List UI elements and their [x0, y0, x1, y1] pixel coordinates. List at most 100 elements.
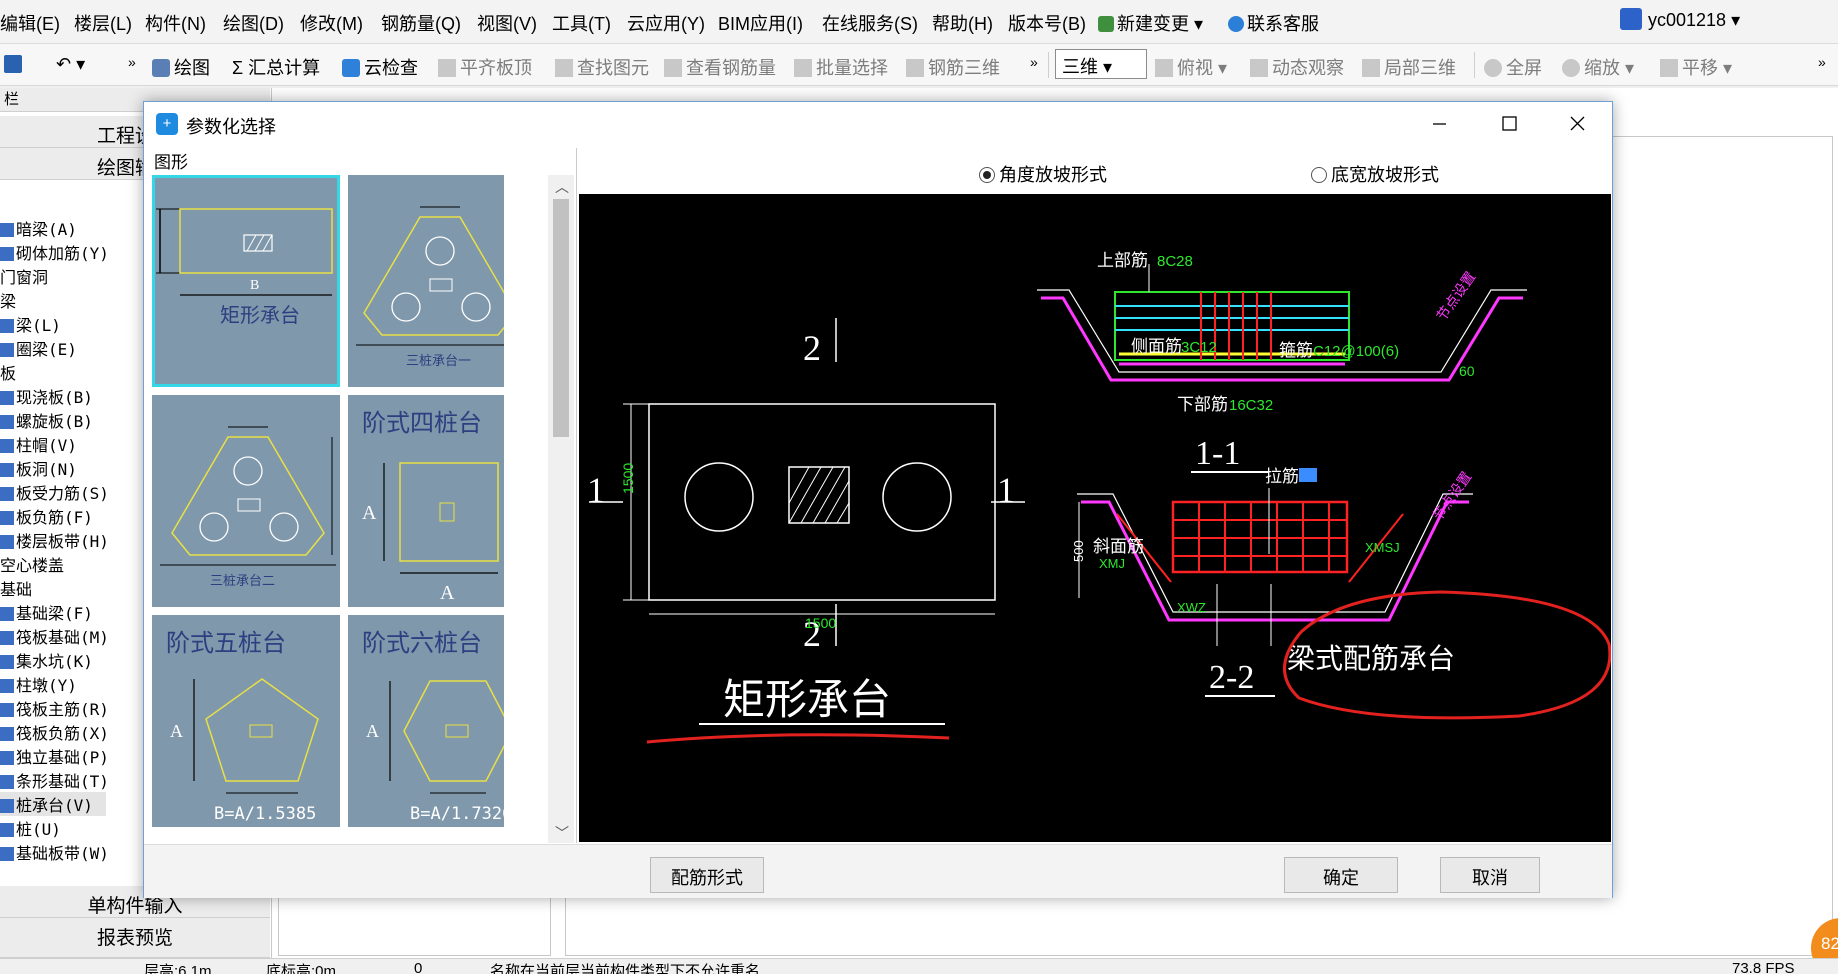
- tree-item[interactable]: 板洞(N): [0, 456, 106, 480]
- menu-floor[interactable]: 楼层(L): [74, 14, 132, 34]
- ok-button[interactable]: 确定: [1284, 857, 1398, 893]
- tree-item[interactable]: 板: [0, 360, 106, 384]
- sum-calc-button[interactable]: Σ 汇总计算: [232, 54, 320, 80]
- tree-item-label: 柱墩(Y): [16, 676, 77, 695]
- radio-bottom-width-slope[interactable]: 底宽放坡形式: [1311, 161, 1439, 187]
- shape-card-three-pile-1[interactable]: 三桩承台一: [348, 175, 504, 387]
- dialog-titlebar[interactable]: + 参数化选择: [144, 102, 1612, 146]
- tree-item[interactable]: 螺旋板(B): [0, 408, 106, 432]
- stepped-four-pile-label: 阶式四桩台: [362, 409, 482, 437]
- report-preview-tab[interactable]: 报表预览: [0, 918, 270, 958]
- tree-item[interactable]: 筏板主筋(R): [0, 696, 109, 720]
- tree-item[interactable]: 柱墩(Y): [0, 672, 106, 696]
- bottom-rebar-spec: 16C32: [1229, 397, 1273, 414]
- tree-item[interactable]: 楼层板带(H): [0, 528, 109, 552]
- node-setting-2: 节点设置: [1429, 469, 1474, 524]
- tree-item[interactable]: 筏板负筋(X): [0, 720, 109, 744]
- shape-card-stepped-five-pile[interactable]: 阶式五桩台 A B=A/1.5385: [152, 615, 340, 827]
- radio-angle-slope[interactable]: 角度放坡形式: [979, 161, 1107, 187]
- tree-item[interactable]: 板负筋(F): [0, 504, 106, 528]
- menu-bim[interactable]: BIM应用(I): [718, 14, 803, 34]
- find-elem-button[interactable]: 查找图元: [555, 54, 649, 80]
- maximize-button[interactable]: [1474, 102, 1544, 146]
- view-mode-select[interactable]: 三维 ▾: [1055, 49, 1147, 79]
- shape-card-three-pile-2[interactable]: 三桩承台二: [152, 395, 340, 607]
- tree-item[interactable]: 砌体加筋(Y): [0, 240, 109, 264]
- menu-draw[interactable]: 绘图(D): [223, 14, 284, 34]
- view-rebar-label: 查看钢筋量: [686, 58, 776, 78]
- tree-item[interactable]: 空心楼盖: [0, 552, 106, 576]
- tree-item[interactable]: 圈梁(E): [0, 336, 106, 360]
- zoom-button[interactable]: 缩放 ▾: [1562, 54, 1634, 80]
- view-rebar-button[interactable]: 查看钢筋量: [664, 54, 776, 80]
- tree-item[interactable]: 梁(L): [0, 312, 106, 336]
- tree-item[interactable]: 基础梁(F): [0, 600, 106, 624]
- batch-select-button[interactable]: 批量选择: [794, 54, 888, 80]
- dynamic-view-button[interactable]: 动态观察: [1250, 54, 1344, 80]
- menu-version[interactable]: 版本号(B): [1008, 14, 1086, 34]
- tree-item[interactable]: 筏板基础(M): [0, 624, 109, 648]
- cap-preview-drawing: 2 2 1 1 1500 1500 矩形承台: [579, 194, 1612, 842]
- tree-item[interactable]: 基础: [0, 576, 106, 600]
- menu-help[interactable]: 帮助(H): [932, 14, 993, 34]
- cloud-check-button[interactable]: 云检查: [342, 54, 418, 80]
- tree-item[interactable]: 桩(U): [0, 816, 106, 840]
- tree-item[interactable]: 独立基础(P): [0, 744, 109, 768]
- tree-item-label: 圈梁(E): [16, 340, 77, 359]
- overflow-icon[interactable]: »: [128, 54, 136, 70]
- menu-rebar-qty[interactable]: 钢筋量(Q): [381, 14, 461, 34]
- shape-card-stepped-six-pile[interactable]: 阶式六桩台 A B=A/1.7326: [348, 615, 504, 827]
- menu-new-change[interactable]: 新建变更 ▾: [1098, 10, 1203, 36]
- user-menu[interactable]: yc001218 ▾: [1620, 8, 1740, 31]
- top-view-button[interactable]: 俯视 ▾: [1155, 54, 1227, 80]
- tree-item[interactable]: 柱帽(V): [0, 432, 106, 456]
- top-view-icon: [1155, 59, 1173, 77]
- rebar-form-button[interactable]: 配筋形式: [650, 857, 764, 893]
- save-icon[interactable]: [4, 54, 26, 75]
- single-component-input-tab[interactable]: 单构件输入: [0, 886, 270, 918]
- cancel-button[interactable]: 取消: [1440, 857, 1540, 893]
- menu-modify[interactable]: 修改(M): [300, 14, 363, 34]
- tree-item[interactable]: 暗梁(A): [0, 216, 106, 240]
- flush-top-icon: [438, 59, 456, 77]
- menu-edit[interactable]: 编辑(E): [0, 14, 60, 34]
- menu-online-service[interactable]: 在线服务(S): [822, 14, 918, 34]
- close-button[interactable]: [1542, 102, 1612, 146]
- view-mode-value: 三维: [1062, 57, 1098, 77]
- menu-view[interactable]: 视图(V): [477, 14, 537, 34]
- tree-item[interactable]: 条形基础(T): [0, 768, 109, 792]
- gallery-scrollbar[interactable]: ︿ ﹀: [548, 175, 574, 843]
- local-3d-button[interactable]: 局部三维: [1362, 54, 1456, 80]
- tree-item[interactable]: 板受力筋(S): [0, 480, 109, 504]
- tree-item[interactable]: 门窗洞: [0, 264, 106, 288]
- scroll-thumb[interactable]: [553, 199, 569, 437]
- tree-item[interactable]: 集水坑(K): [0, 648, 106, 672]
- undo-icon[interactable]: ↶ ▾: [56, 54, 86, 74]
- scroll-down-icon[interactable]: ﹀: [555, 825, 569, 841]
- tree-item[interactable]: 现浇板(B): [0, 384, 106, 408]
- scroll-up-icon[interactable]: ︿: [555, 179, 569, 195]
- component-icon: [0, 607, 14, 621]
- angle-60: 60: [1459, 363, 1475, 379]
- draw-button[interactable]: 绘图: [152, 54, 210, 80]
- draw-icon: [152, 59, 170, 77]
- overflow-icon-3[interactable]: »: [1818, 54, 1826, 70]
- shape-card-rect[interactable]: B 矩形承台: [152, 175, 340, 387]
- tree-item[interactable]: 梁: [0, 288, 106, 312]
- menu-tools[interactable]: 工具(T): [552, 14, 611, 34]
- flush-top-button[interactable]: 平齐板顶: [438, 54, 532, 80]
- tree-item[interactable]: 基础板带(W): [0, 840, 109, 864]
- tree-item[interactable]: 桩承台(V): [0, 792, 106, 816]
- component-icon: [0, 463, 14, 477]
- menu-component[interactable]: 构件(N): [145, 14, 206, 34]
- rect-cap-label: 矩形承台: [220, 303, 300, 327]
- menu-cloud[interactable]: 云应用(Y): [627, 14, 705, 34]
- overflow-icon-2[interactable]: »: [1030, 54, 1038, 70]
- menu-contact-support[interactable]: 联系客服: [1228, 10, 1319, 36]
- pan-button[interactable]: 平移 ▾: [1660, 54, 1732, 80]
- minimize-button[interactable]: [1404, 102, 1474, 146]
- rebar-3d-button[interactable]: 钢筋三维: [906, 54, 1000, 80]
- shape-card-stepped-four-pile[interactable]: 阶式四桩台 A A: [348, 395, 504, 607]
- slope-rebar-label: 斜面筋: [1093, 537, 1144, 556]
- fullscreen-button[interactable]: 全屏: [1484, 54, 1542, 80]
